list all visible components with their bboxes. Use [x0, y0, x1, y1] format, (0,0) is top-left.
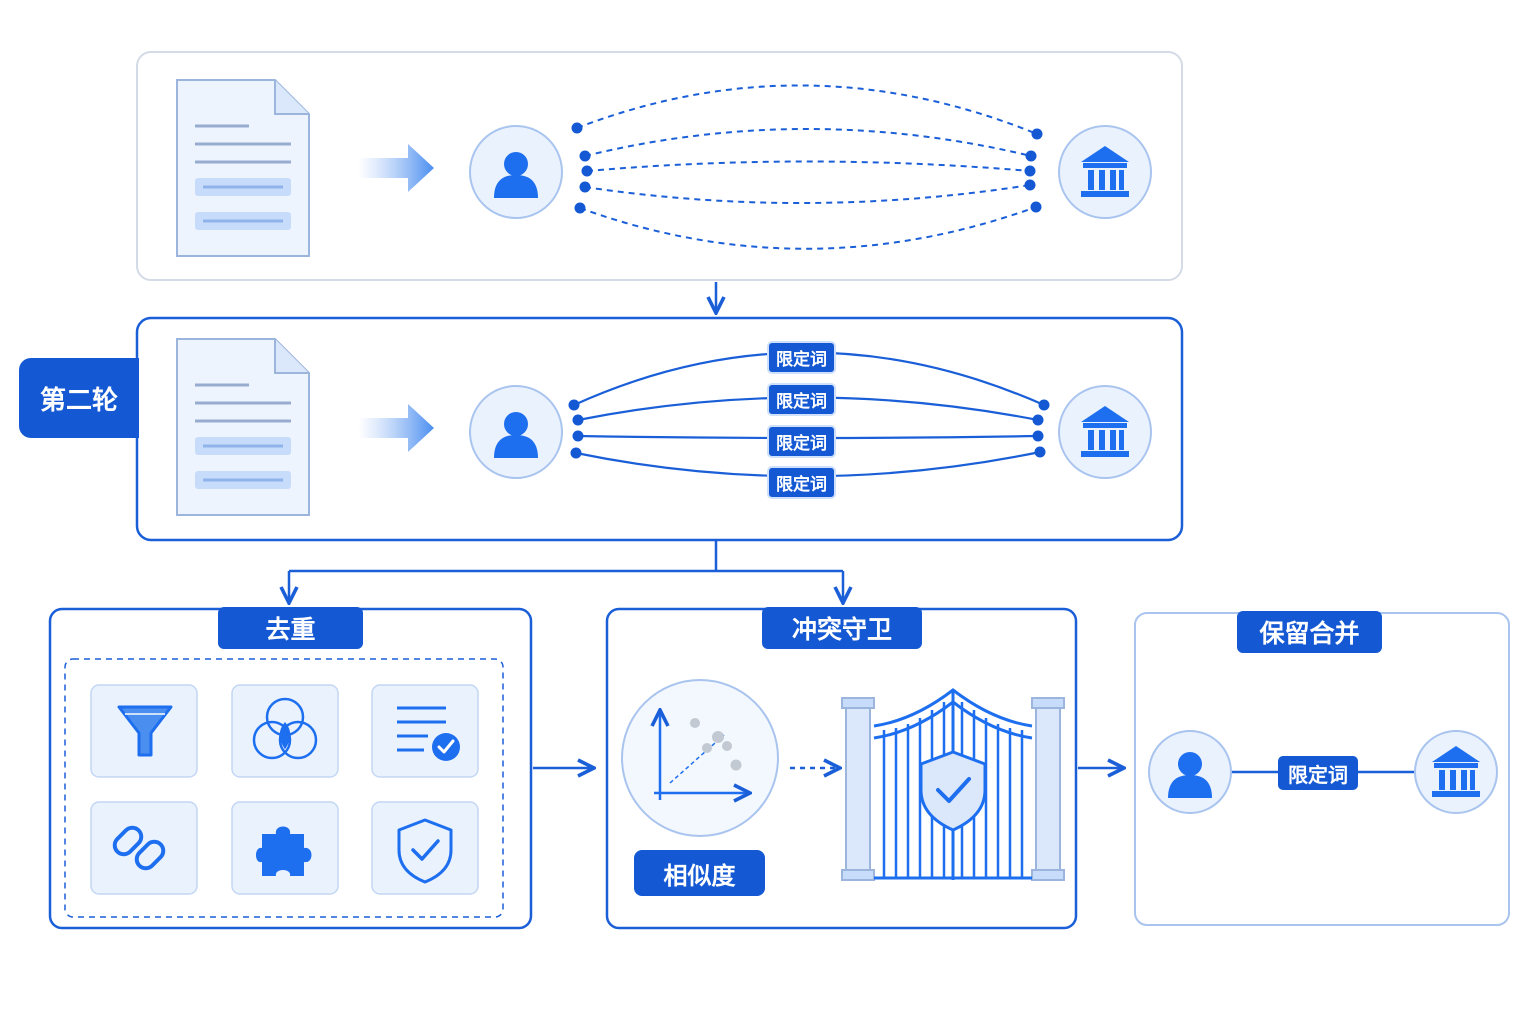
branch-connectors	[289, 541, 843, 601]
conflict-title: 冲突守卫	[762, 607, 922, 649]
stage1-panel	[136, 51, 1183, 281]
similarity-label: 相似度	[634, 850, 765, 896]
link-endpoints	[571, 122, 1043, 214]
puzzle-icon	[256, 826, 312, 876]
gate-icon	[841, 688, 1065, 881]
link-icon	[112, 825, 166, 871]
qualifier-tag: 限定词	[767, 466, 836, 499]
arrow-right-icon	[358, 144, 434, 192]
dedup-title: 去重	[218, 607, 363, 649]
merge-title: 保留合并	[1237, 611, 1382, 653]
arrow-right-icon	[358, 404, 434, 452]
document-icon	[175, 337, 311, 517]
qualifier-tag: 限定词	[767, 383, 836, 416]
checklist-icon	[397, 706, 460, 761]
scatter-chart-icon	[654, 712, 748, 800]
venn-icon	[252, 697, 318, 760]
dashed-links	[576, 84, 1038, 250]
qualifier-tag: 限定词	[767, 341, 836, 374]
similarity-circle	[621, 679, 779, 837]
link-endpoints	[568, 399, 1050, 459]
document-icon	[175, 78, 311, 258]
qualifier-tag: 限定词	[1278, 756, 1358, 790]
qualifier-tag: 限定词	[767, 425, 836, 458]
shield-check-icon	[397, 818, 453, 884]
funnel-icon	[117, 705, 173, 757]
dedup-tiles	[90, 684, 479, 895]
round-label: 第二轮	[19, 358, 139, 438]
dedup-dashed-frame	[64, 658, 504, 918]
